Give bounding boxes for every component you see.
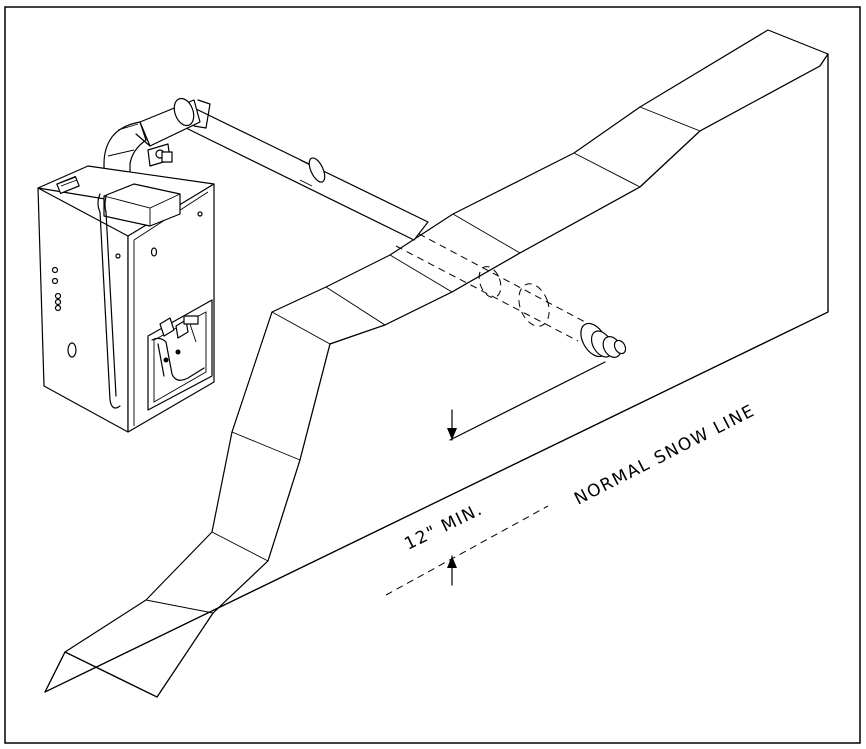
vent-terminal bbox=[580, 322, 627, 358]
furnace-unit bbox=[37, 165, 215, 433]
snow-bank bbox=[44, 29, 829, 698]
hidden-vent-pipe bbox=[395, 227, 586, 342]
frame-border bbox=[4, 6, 861, 744]
clearance-dimension bbox=[385, 361, 606, 596]
